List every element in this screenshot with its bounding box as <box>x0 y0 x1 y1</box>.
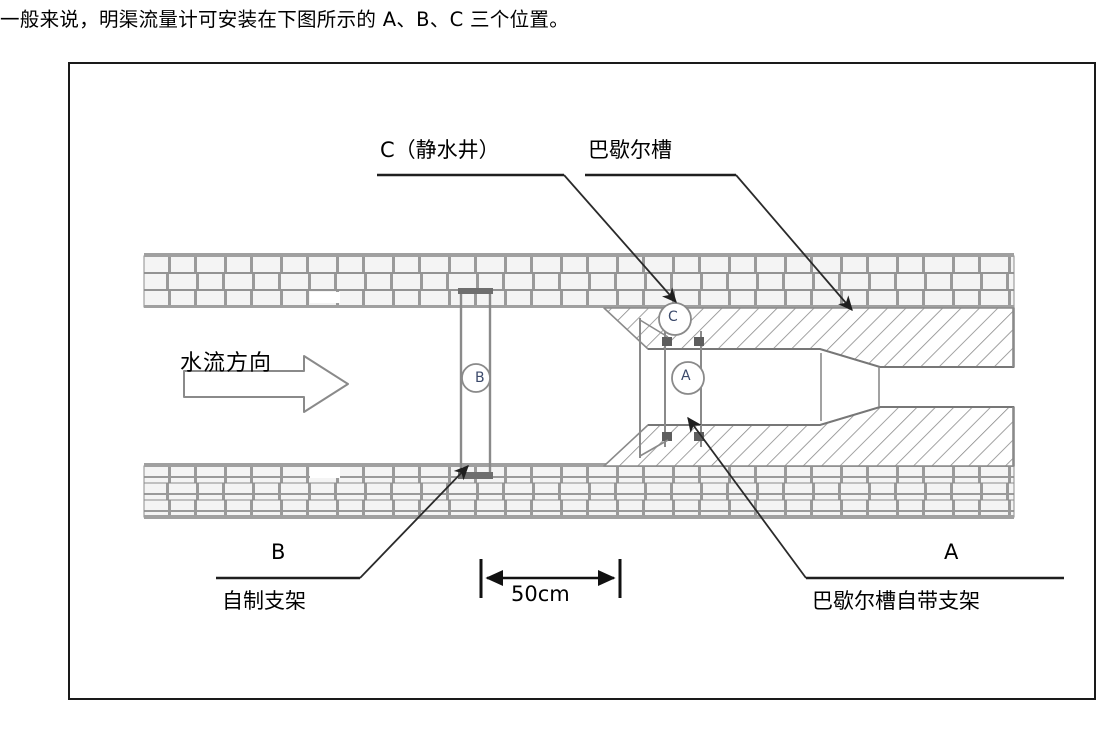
marker-b-label: B <box>475 370 485 386</box>
label-position-a-description: 巴歇尔槽自带支架 <box>812 589 980 613</box>
page-caption: 一般来说，明渠流量计可安装在下图所示的 A、B、C 三个位置。 <box>0 8 570 31</box>
label-position-b-letter: B <box>271 540 286 564</box>
label-parshall-flume: 巴歇尔槽 <box>588 138 672 162</box>
label-position-b-description: 自制支架 <box>222 589 306 613</box>
label-position-a-letter: A <box>944 540 959 564</box>
label-flow-direction: 水流方向 <box>180 351 273 376</box>
label-stilling-well: C（静水井） <box>380 138 500 162</box>
label-dimension-50cm: 50cm <box>511 582 570 606</box>
marker-c-label: C <box>668 309 678 325</box>
marker-a-label: A <box>681 368 691 384</box>
